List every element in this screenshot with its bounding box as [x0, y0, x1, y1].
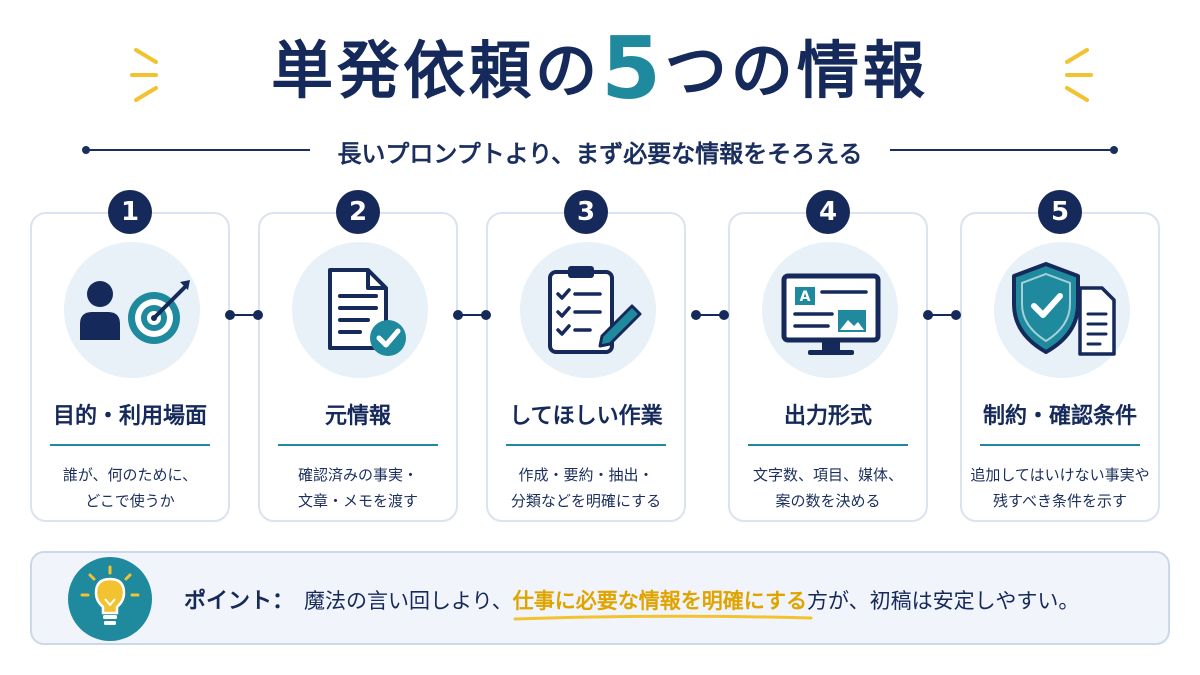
- point-text-after: 方が、初稿は安定しやすい。: [806, 589, 1080, 613]
- card-description: 誰が、何のために、 どこで使うか: [36, 462, 224, 514]
- card-description: 文字数、項目、媒体、 案の数を決める: [734, 462, 922, 514]
- card-desc-line: 分類などを明確にする: [510, 492, 662, 510]
- monitor-layout-icon: A: [781, 273, 881, 355]
- card-divider: [980, 444, 1140, 446]
- sparkle-left-icon: [130, 48, 158, 102]
- title-number: 5: [601, 19, 665, 119]
- card-title: 元情報: [324, 404, 391, 429]
- page-title: 単発依頼の5つの情報: [271, 14, 929, 126]
- card-divider: [50, 444, 210, 446]
- card-title: 目的・利用場面: [52, 404, 207, 429]
- subtitle-line-right: [890, 149, 1112, 151]
- step-number-badge: 3: [564, 190, 608, 234]
- step-number-badge: 5: [1038, 190, 1082, 234]
- card-desc-line: 作成・要約・抽出・: [518, 466, 654, 484]
- card-desc-line: 案の数を決める: [775, 492, 881, 510]
- card-title: してほしい作業: [509, 404, 663, 429]
- step-number-badge: 1: [108, 190, 152, 234]
- step-connector: [923, 309, 961, 321]
- card-desc-line: どこで使うか: [85, 492, 175, 510]
- step-connector: [691, 309, 729, 321]
- point-text: ポイント： 魔法の言い回しより、仕事に必要な情報を明確にする方が、初稿は安定しやす…: [184, 583, 1080, 621]
- title-area: 単発依頼の5つの情報: [0, 14, 1200, 124]
- title-prefix: 単発依頼の: [271, 34, 602, 107]
- highlight-underline: [513, 614, 813, 621]
- clipboard-pencil-icon: [548, 266, 642, 354]
- sparkle-right-icon: [1065, 48, 1093, 102]
- card-divider: [748, 444, 908, 446]
- card-icon-bg: [292, 242, 428, 378]
- subtitle-row: 長いプロンプトより、まず必要な情報をそろえる: [82, 128, 1118, 172]
- card-icon-bg: [994, 242, 1130, 378]
- person-target-icon: [80, 280, 190, 344]
- card-icon-bg: [64, 242, 200, 378]
- title-suffix: つの情報: [664, 34, 929, 107]
- card-desc-line: 追加してはいけない事実や: [970, 466, 1150, 484]
- point-callout: ポイント： 魔法の言い回しより、仕事に必要な情報を明確にする方が、初稿は安定しやす…: [30, 551, 1170, 645]
- step-connector: [453, 309, 491, 321]
- card-divider: [278, 444, 438, 446]
- subtitle-dot-right: [1110, 146, 1118, 154]
- step-number-badge: 4: [806, 190, 850, 234]
- card-description: 作成・要約・抽出・ 分類などを明確にする: [492, 462, 680, 514]
- card-task: してほしい作業 作成・要約・抽出・ 分類などを明確にする: [486, 212, 686, 522]
- point-highlight-text: 仕事に必要な情報を明確にする: [512, 589, 807, 613]
- card-title: 制約・確認条件: [982, 404, 1137, 429]
- subtitle-dot-left: [82, 146, 90, 154]
- point-label: ポイント：: [184, 589, 295, 614]
- card-purpose: 目的・利用場面 誰が、何のために、 どこで使うか: [30, 212, 230, 522]
- lightbulb-icon: [68, 557, 152, 641]
- subtitle: 長いプロンプトより、まず必要な情報をそろえる: [337, 140, 863, 168]
- card-desc-line: 誰が、何のために、: [62, 466, 198, 484]
- card-title: 出力形式: [783, 404, 872, 429]
- card-desc-line: 確認済みの事実・: [297, 466, 418, 484]
- card-desc-line: 文字数、項目、媒体、: [752, 466, 903, 484]
- card-icon-bg: A: [762, 242, 898, 378]
- step-connector: [225, 309, 263, 321]
- document-check-icon: [328, 268, 406, 356]
- point-text-before: 魔法の言い回しより、: [304, 589, 513, 613]
- svg-text:A: A: [800, 289, 811, 305]
- card-description: 確認済みの事実・ 文章・メモを渡す: [264, 462, 452, 514]
- card-source-info: 元情報 確認済みの事実・ 文章・メモを渡す: [258, 212, 458, 522]
- card-output-format: A 出力形式 文字数、項目、媒体、 案の数を決める: [728, 212, 928, 522]
- shield-document-icon: [1012, 262, 1116, 356]
- subtitle-line-left: [88, 149, 310, 151]
- card-description: 追加してはいけない事実や 残すべき条件を示す: [966, 462, 1154, 514]
- card-divider: [506, 444, 666, 446]
- step-number-badge: 2: [336, 190, 380, 234]
- card-icon-bg: [520, 242, 656, 378]
- card-desc-line: 残すべき条件を示す: [993, 492, 1127, 510]
- point-highlight: 仕事に必要な情報を明確にする: [512, 589, 813, 621]
- card-desc-line: 文章・メモを渡す: [297, 492, 418, 510]
- card-constraints: 制約・確認条件 追加してはいけない事実や 残すべき条件を示す: [960, 212, 1160, 522]
